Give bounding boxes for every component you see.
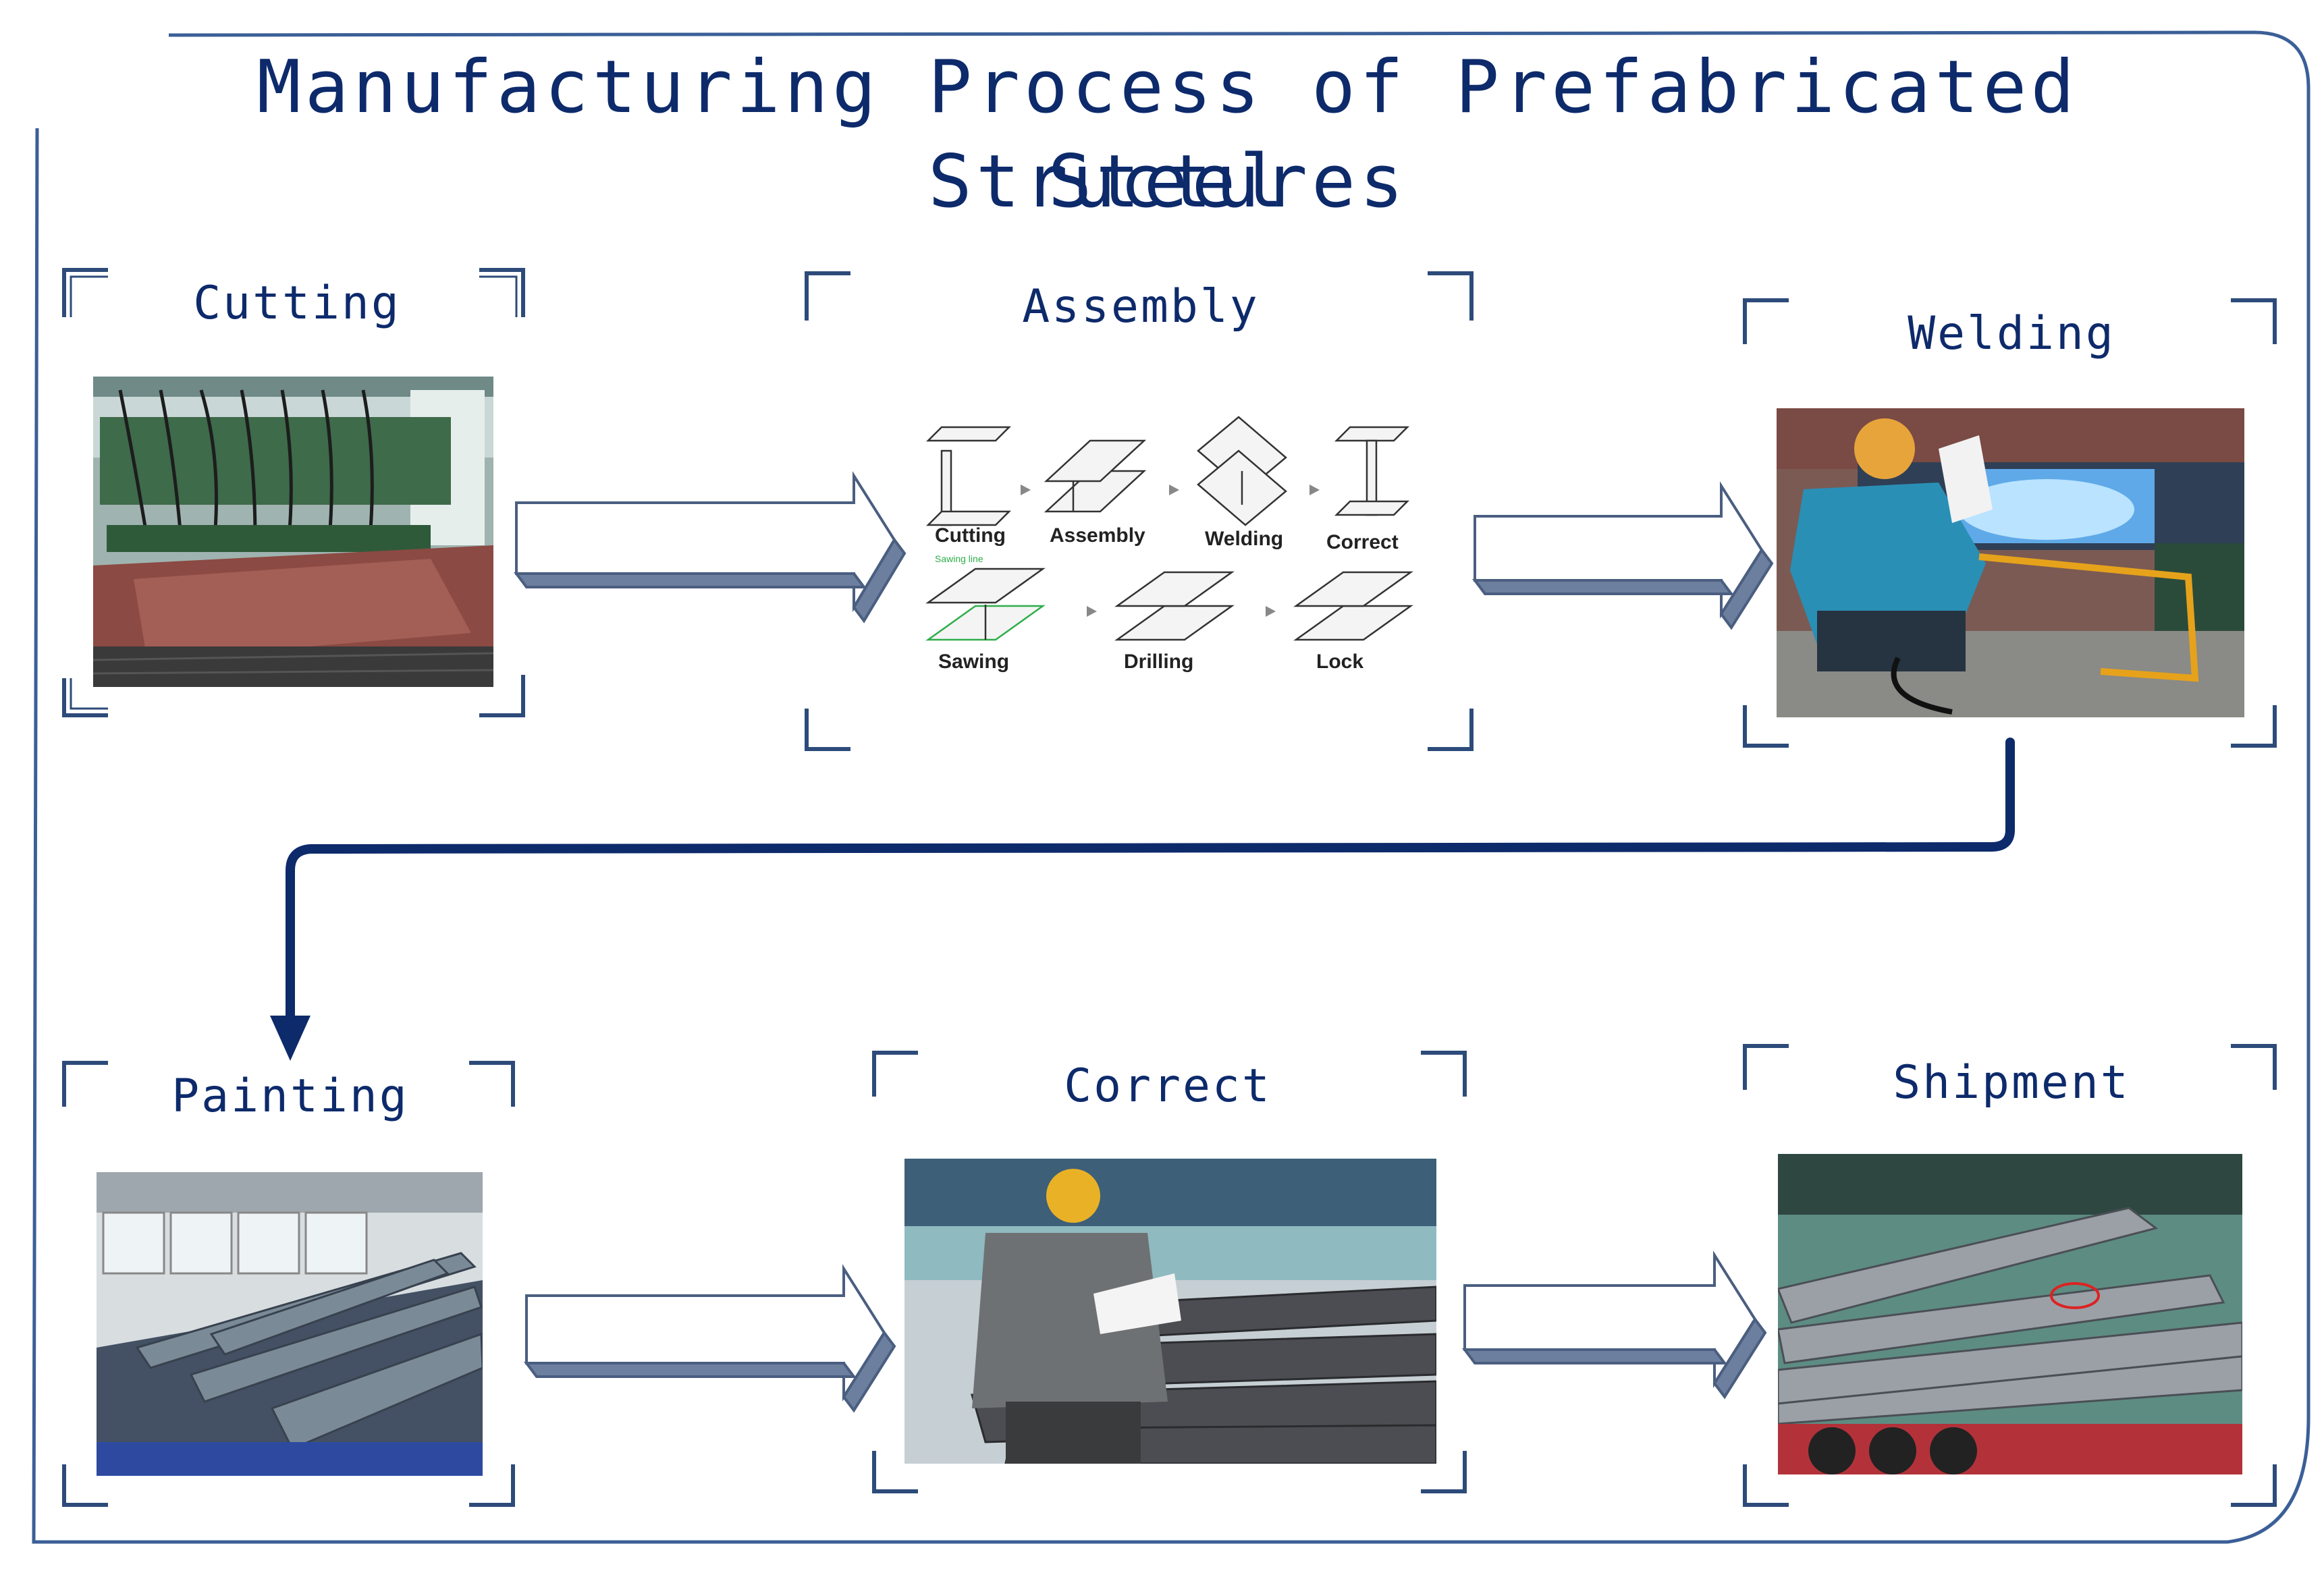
flow-arrow-cutting-to-assembly	[514, 471, 907, 624]
step-label-painting: Painting	[171, 1070, 409, 1123]
bracket-group-shipment	[1743, 1044, 2277, 1507]
diagram-title-line-2: Structures	[927, 140, 1408, 224]
welding-photo	[1777, 408, 2244, 717]
step-label-shipment: Shipment	[1893, 1056, 2130, 1109]
outer-frame	[32, 30, 2311, 1544]
bracket-group-correct	[872, 1051, 1467, 1493]
assembly-mini-label-sawing: Sawing	[938, 651, 1009, 673]
bracket-group-assembly	[805, 271, 1474, 751]
diagram-title-line-1: Manufacturing Process of Prefabricated S…	[256, 45, 2079, 224]
assembly-mini-label-welding: Welding	[1205, 528, 1283, 550]
assembly-mini-label-lock: Lock	[1316, 651, 1363, 673]
painting-photo	[97, 1172, 483, 1476]
step-label-assembly: Assembly	[1022, 280, 1260, 333]
assembly-process-schematic: Sawing line Cutting Assembly Welding Cor…	[921, 410, 1448, 680]
correct-photo	[904, 1159, 1436, 1464]
step-label-welding: Welding	[1908, 307, 2115, 360]
flow-arrow-painting-to-correct	[524, 1264, 896, 1413]
cutting-photo	[93, 377, 493, 687]
step-label-cutting: Cutting	[193, 277, 401, 330]
bracket-group-cutting	[62, 268, 525, 717]
flow-arrow-correct-to-shipment	[1462, 1250, 1767, 1400]
assembly-mini-label-cutting: Cutting	[935, 524, 1006, 547]
bracket-group-welding	[1743, 298, 2277, 748]
flow-connector-welding-to-painting	[286, 738, 2015, 1024]
flow-connector-arrowhead	[270, 1016, 310, 1061]
assembly-mini-label-drilling: Drilling	[1124, 651, 1193, 673]
step-label-correct: Correct	[1064, 1059, 1272, 1113]
flow-arrow-assembly-to-welding	[1472, 481, 1774, 630]
shipment-photo	[1778, 1154, 2242, 1474]
assembly-mini-label-correct: Correct	[1326, 531, 1399, 553]
assembly-mini-label-assembly: Assembly	[1050, 524, 1145, 547]
assembly-sawing-line-annotation: Sawing line	[935, 553, 983, 564]
bracket-group-painting	[62, 1061, 515, 1507]
